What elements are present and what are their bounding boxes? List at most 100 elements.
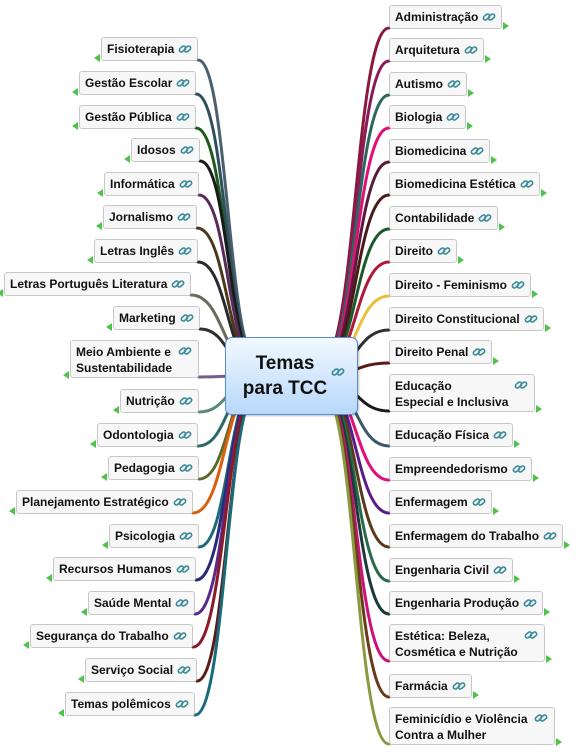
link-icon[interactable] [178, 345, 192, 357]
expand-marker-icon[interactable] [532, 290, 539, 298]
link-icon[interactable] [178, 245, 192, 257]
topic-empreendedorismo[interactable]: Empreendedorismo [389, 457, 539, 482]
link-icon[interactable] [171, 278, 185, 290]
expand-marker-icon[interactable] [96, 222, 102, 230]
expand-marker-icon[interactable] [540, 189, 547, 197]
topic-enfermagem-do-trabalho[interactable]: Enfermagem do Trabalho [389, 524, 571, 549]
expand-marker-icon[interactable] [544, 324, 551, 332]
link-icon[interactable] [520, 178, 534, 190]
expand-marker-icon[interactable] [63, 371, 69, 379]
topic-autismo[interactable]: Autismo [389, 72, 474, 97]
expand-marker-icon[interactable] [532, 474, 539, 482]
topic-planejamento-estrategico[interactable]: Planejamento Estratégico [9, 490, 193, 515]
link-icon[interactable] [470, 145, 484, 157]
link-icon[interactable] [524, 313, 538, 325]
expand-marker-icon[interactable] [97, 189, 103, 197]
link-icon[interactable] [179, 178, 193, 190]
expand-marker-icon[interactable] [113, 406, 119, 414]
link-icon[interactable] [464, 44, 478, 56]
expand-marker-icon[interactable] [81, 608, 87, 616]
link-icon[interactable] [511, 279, 525, 291]
expand-marker-icon[interactable] [555, 738, 562, 746]
link-icon[interactable] [447, 78, 461, 90]
expand-marker-icon[interactable] [468, 89, 474, 97]
link-icon[interactable] [177, 211, 191, 223]
expand-marker-icon[interactable] [564, 541, 571, 549]
link-icon[interactable] [175, 597, 189, 609]
link-icon[interactable] [180, 144, 194, 156]
topic-marketing[interactable]: Marketing [106, 306, 200, 331]
expand-marker-icon[interactable] [58, 709, 64, 717]
link-icon[interactable] [478, 212, 492, 224]
expand-marker-icon[interactable] [544, 608, 551, 616]
topic-odontologia[interactable]: Odontologia [90, 423, 198, 448]
topic-idosos[interactable]: Idosos [124, 138, 200, 163]
expand-marker-icon[interactable] [78, 675, 84, 683]
expand-marker-icon[interactable] [458, 256, 465, 264]
link-icon[interactable] [173, 496, 187, 508]
link-icon[interactable] [514, 379, 528, 391]
topic-biomedicina-estetica[interactable]: Biomedicina Estética [389, 172, 547, 197]
expand-marker-icon[interactable] [0, 289, 3, 297]
topic-jornalismo[interactable]: Jornalismo [96, 205, 198, 230]
link-icon[interactable] [179, 462, 193, 474]
topic-saude-mental[interactable]: Saúde Mental [81, 591, 196, 616]
expand-marker-icon[interactable] [87, 256, 93, 264]
expand-marker-icon[interactable] [503, 22, 510, 30]
topic-administracao[interactable]: Administração [389, 5, 510, 30]
link-icon[interactable] [437, 245, 451, 257]
expand-marker-icon[interactable] [472, 691, 479, 699]
topic-letras-ingles[interactable]: Letras Inglês [87, 239, 199, 264]
expand-marker-icon[interactable] [467, 122, 474, 130]
link-icon[interactable] [176, 77, 190, 89]
topic-educacao-fisica[interactable]: Educação Física [389, 423, 521, 448]
expand-marker-icon[interactable] [499, 223, 506, 231]
link-icon[interactable] [178, 43, 192, 55]
topic-letras-portugues-literatura[interactable]: Letras Português Literatura [0, 272, 192, 297]
topic-gestao-escolar[interactable]: Gestão Escolar [72, 71, 197, 96]
expand-marker-icon[interactable] [491, 156, 498, 164]
topic-gestao-publica[interactable]: Gestão Pública [72, 105, 196, 130]
topic-enfermagem[interactable]: Enfermagem [389, 490, 499, 515]
link-icon[interactable] [180, 312, 194, 324]
topic-seguranca-do-trabalho[interactable]: Segurança do Trabalho [23, 624, 193, 649]
expand-marker-icon[interactable] [102, 541, 108, 549]
topic-farmacia[interactable]: Farmácia [389, 674, 479, 699]
topic-informatica[interactable]: Informática [97, 172, 199, 197]
expand-marker-icon[interactable] [536, 405, 543, 413]
link-icon[interactable] [523, 597, 537, 609]
link-icon[interactable] [446, 111, 460, 123]
expand-marker-icon[interactable] [124, 155, 130, 163]
expand-marker-icon[interactable] [90, 440, 96, 448]
expand-marker-icon[interactable] [23, 641, 29, 649]
link-icon[interactable] [512, 463, 526, 475]
link-icon[interactable] [452, 680, 466, 692]
topic-arquitetura[interactable]: Arquitetura [389, 38, 491, 63]
link-icon[interactable] [175, 698, 189, 710]
link-icon[interactable] [543, 530, 557, 542]
link-icon[interactable] [493, 429, 507, 441]
link-icon[interactable] [176, 563, 190, 575]
link-icon[interactable] [176, 111, 190, 123]
expand-marker-icon[interactable] [72, 122, 78, 130]
topic-biologia[interactable]: Biologia [389, 105, 474, 130]
link-icon[interactable] [178, 429, 192, 441]
topic-fisioterapia[interactable]: Fisioterapia [94, 37, 199, 62]
topic-recursos-humanos[interactable]: Recursos Humanos [46, 557, 196, 582]
topic-direito[interactable]: Direito [389, 239, 465, 264]
link-icon[interactable] [179, 395, 193, 407]
expand-marker-icon[interactable] [493, 357, 500, 365]
topic-direito-constitucional[interactable]: Direito Constitucional [389, 307, 551, 332]
link-icon[interactable] [173, 630, 187, 642]
topic-direito-feminismo[interactable]: Direito - Feminismo [389, 273, 539, 298]
topic-contabilidade[interactable]: Contabilidade [389, 206, 506, 231]
topic-engenharia-civil[interactable]: Engenharia Civil [389, 558, 521, 583]
topic-nutricao[interactable]: Nutrição [113, 389, 199, 414]
link-icon[interactable] [524, 629, 538, 641]
topic-biomedicina[interactable]: Biomedicina [389, 139, 498, 164]
expand-marker-icon[interactable] [484, 55, 491, 63]
link-icon[interactable] [179, 530, 193, 542]
